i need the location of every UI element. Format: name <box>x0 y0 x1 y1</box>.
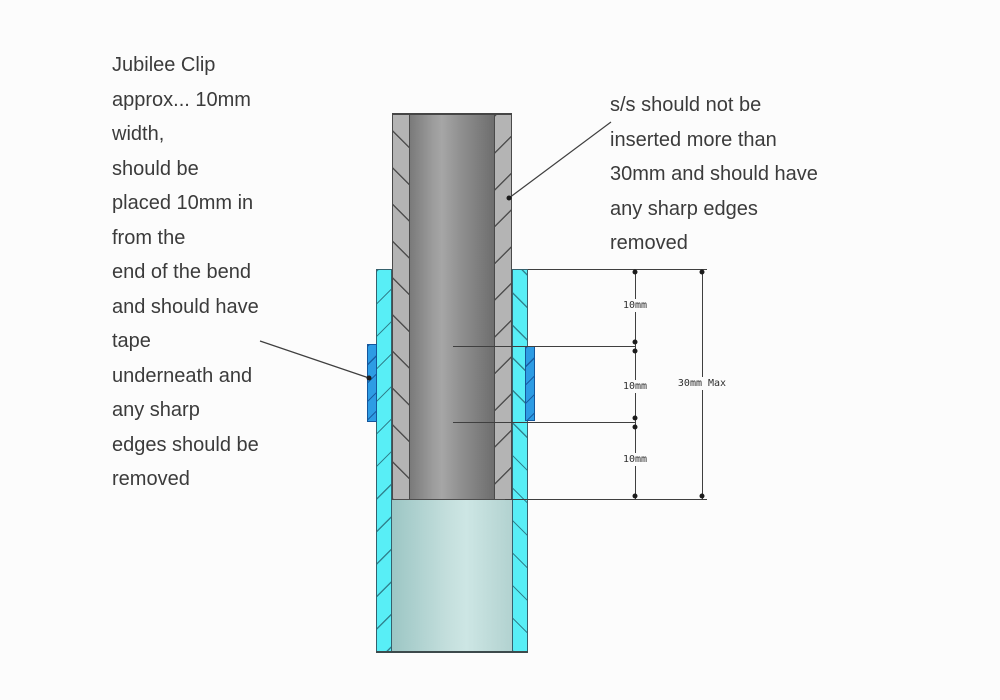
annotation-jubilee-clip: Jubilee Clip approx... 10mm width, shoul… <box>112 48 259 497</box>
dimension-arrow-dot <box>699 493 705 499</box>
annotation-line: underneath and <box>112 364 253 387</box>
annotation-ss-insertion: s/s should not be inserted more than 30m… <box>610 88 818 261</box>
annotation-line: should be <box>112 157 199 180</box>
dimension-arrow-dot <box>632 269 638 275</box>
ss-tube-body <box>410 115 494 500</box>
annotation-line: 30mm and should have <box>610 163 818 185</box>
dim-line-top <box>528 269 707 270</box>
outer-pipe-bottom-edge <box>376 651 528 653</box>
outer-pipe-bore <box>392 499 512 651</box>
dim-label-10mm-middle: 10mm <box>619 380 651 393</box>
annotation-line: placed 10mm in <box>112 192 254 214</box>
dimension-arrow-dot <box>632 348 638 354</box>
annotation-line: any sharp edges <box>610 197 758 220</box>
dim-line-bottom <box>505 499 707 500</box>
dimension-arrow-dot <box>632 424 638 430</box>
jubilee-clip-right <box>525 346 535 421</box>
dimension-arrow-dot <box>632 493 638 499</box>
annotation-line: end of the bend <box>112 261 252 283</box>
leader-line-clip <box>259 340 370 379</box>
annotation-line: width, <box>112 123 165 145</box>
dimension-arrow-dot <box>632 339 638 345</box>
dimension-arrow-dot <box>632 415 638 421</box>
outer-pipe-wall-right <box>512 269 528 653</box>
dim-label-10mm-bottom: 10mm <box>619 453 651 466</box>
annotation-line: inserted more than <box>610 128 777 151</box>
dim-line-clip-bottom <box>453 422 636 423</box>
outer-pipe-wall-left <box>376 269 392 653</box>
dim-line-clip-top <box>453 346 636 347</box>
annotation-line: s/s should not be <box>610 94 762 116</box>
annotation-line: removed <box>112 468 190 490</box>
annotation-line: approx... 10mm <box>112 88 251 111</box>
annotation-line: Jubilee Clip <box>112 54 216 76</box>
annotation-line: from the <box>112 226 186 249</box>
annotation-line: and should have <box>112 295 259 318</box>
dim-label-10mm-top: 10mm <box>619 299 651 312</box>
annotation-line: tape <box>112 330 151 352</box>
ss-tube-wall-right <box>494 115 512 500</box>
leader-line-ss <box>508 121 612 199</box>
jubilee-clip-left <box>367 344 377 422</box>
annotation-line: edges should be <box>112 433 259 456</box>
inner-ss-tube <box>392 113 512 500</box>
dim-label-30mm-max: 30mm Max <box>674 377 730 390</box>
dimension-arrow-dot <box>699 269 705 275</box>
ss-tube-wall-left <box>392 115 410 500</box>
annotation-line: removed <box>610 232 688 254</box>
annotation-line: any sharp <box>112 399 200 421</box>
